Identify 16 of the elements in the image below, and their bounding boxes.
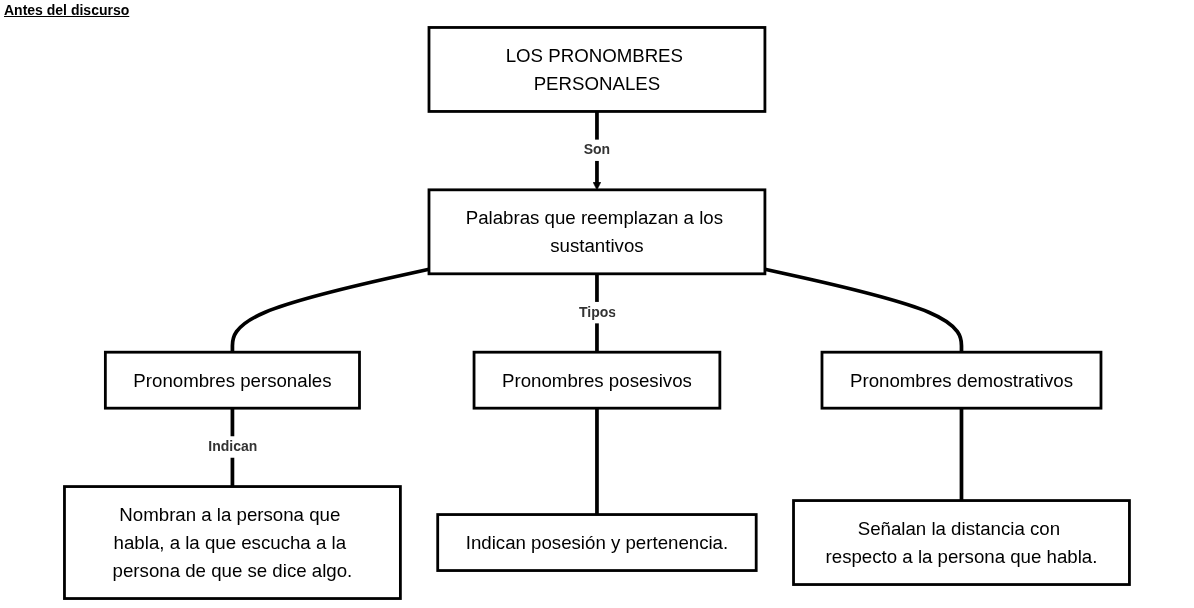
- edge-label: Tipos: [579, 303, 617, 320]
- node-box: Pronombres personales: [104, 350, 361, 410]
- edge-label: Son: [583, 141, 611, 158]
- edge-label: Indican: [208, 438, 258, 454]
- node-box: Pronombres demostrativos: [820, 350, 1103, 410]
- node-box: LOS PRONOMBRES PERSONALES: [427, 26, 767, 113]
- connector: [764, 267, 964, 353]
- connector: [595, 408, 599, 515]
- node-box: Palabras que reemplazan a los sustantivos: [427, 188, 767, 276]
- node-box: Señalan la distancia con respecto a la persona que habla.: [792, 499, 1131, 586]
- heading-note: Antes del discurso: [4, 2, 130, 18]
- node-box: Indican posesión y pertenencia.: [436, 513, 758, 572]
- connector: [230, 267, 430, 353]
- node-box: Pronombres posesivos: [472, 350, 722, 410]
- node-box: Nombran a la persona que habla, a la que escucha a la persona de que se dice algo.: [63, 485, 402, 600]
- connector: [959, 408, 964, 501]
